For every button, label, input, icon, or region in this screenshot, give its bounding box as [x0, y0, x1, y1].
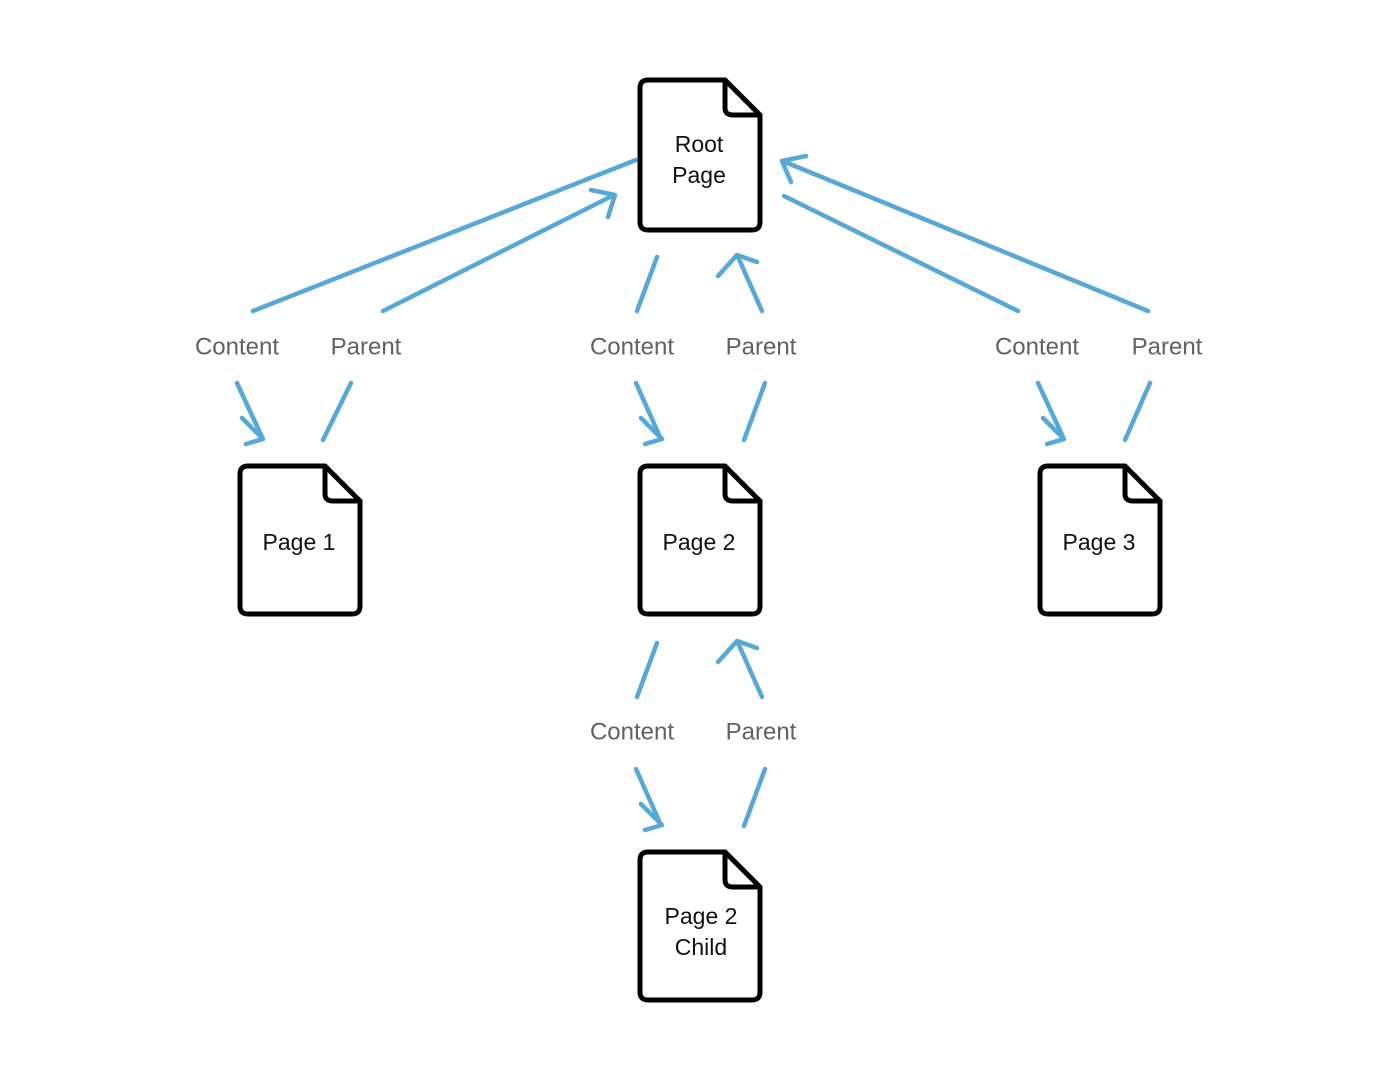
arrowhead-up-left-icon [779, 153, 809, 185]
edge-child-parent-page2 [715, 638, 768, 829]
edge-line-segment [741, 380, 768, 443]
arrowhead-up-icon [715, 252, 760, 279]
node-page-2[interactable]: Page 2 [637, 463, 763, 617]
edge-label-parent-page1: Parent [331, 333, 402, 360]
edge-line-segment [633, 766, 663, 826]
page-fold-corner-icon [722, 849, 763, 890]
edge-line-segment [735, 640, 765, 700]
edge-line-segment [741, 766, 768, 829]
node-root-page[interactable]: Root Page [637, 77, 763, 233]
edge-page2-parent-root [715, 252, 768, 443]
edge-line-segment [1035, 380, 1066, 440]
edge-label-parent-page3: Parent [1132, 333, 1203, 360]
node-label-line1: Page 1 [263, 529, 336, 555]
page-fold-corner-icon [722, 77, 763, 118]
arrowhead-down-icon [638, 801, 665, 833]
page-document-icon [637, 77, 763, 233]
node-label-line1: Page 2 [663, 529, 736, 555]
edge-line-segment [735, 254, 765, 314]
arrowhead-down-icon [239, 415, 266, 447]
page-fold-corner-icon [1122, 463, 1163, 504]
edge-page2-content-child [633, 640, 665, 833]
node-label-line2: Child [675, 934, 727, 960]
edge-root-content-page1 [234, 157, 639, 447]
edge-label-parent-page2: Parent [726, 333, 797, 360]
edge-label-content-page2: Content [590, 333, 674, 360]
arrowhead-down-icon [638, 415, 665, 447]
edge-line-segment [1122, 380, 1153, 443]
edge-label-content-page3: Content [995, 333, 1079, 360]
edge-line-segment [380, 193, 615, 314]
edge-root-content-page2 [633, 254, 665, 447]
page-fold-corner-icon [322, 463, 363, 504]
node-page-3[interactable]: Page 3 [1037, 463, 1163, 617]
edge-label-content-page1: Content [195, 333, 279, 360]
edge-page1-parent-root [320, 187, 618, 443]
edge-line-segment [250, 157, 639, 314]
edge-label-parent-page2child: Parent [726, 718, 797, 745]
edge-page3-parent-root [779, 153, 1153, 443]
edge-line-segment [634, 254, 660, 314]
edge-root-content-page3 [781, 193, 1067, 447]
arrowhead-up-right-icon [588, 187, 618, 220]
node-label-line1: Page 3 [1063, 529, 1136, 555]
edge-line-segment [782, 159, 1151, 314]
edge-line-segment [234, 380, 265, 440]
edge-line-segment [781, 193, 1021, 314]
node-label-line2: Page [672, 162, 726, 188]
arrowhead-down-icon [1040, 415, 1067, 447]
page-fold-corner-icon [722, 463, 763, 504]
node-label-line1: Root [675, 131, 724, 157]
edge-line-segment [634, 640, 660, 700]
edge-label-content-page2child: Content [590, 718, 674, 745]
edge-line-segment [633, 380, 663, 440]
arrowhead-up-icon [715, 638, 760, 665]
node-label-line1: Page 2 [665, 903, 738, 929]
node-page-1[interactable]: Page 1 [237, 463, 363, 617]
node-page-2-child[interactable]: Page 2 Child [637, 849, 763, 1003]
edge-line-segment [320, 380, 354, 443]
